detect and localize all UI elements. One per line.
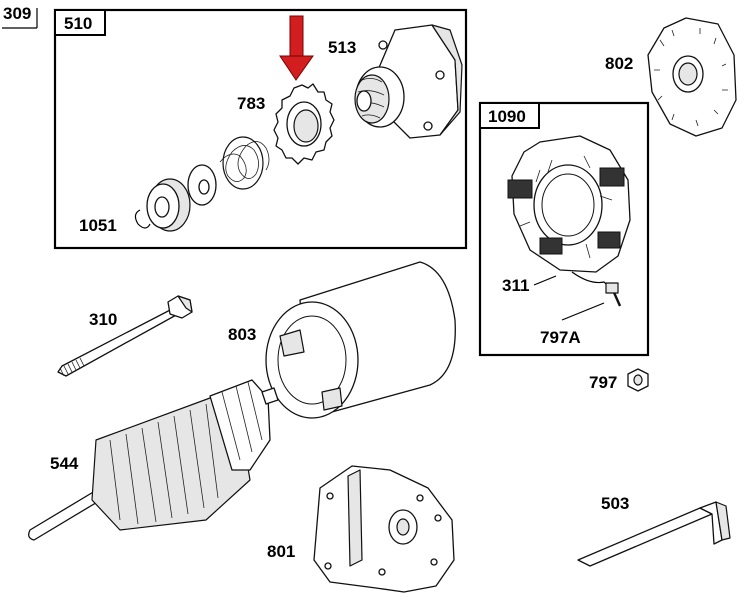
label-503: 503	[601, 494, 629, 513]
washer	[187, 164, 217, 206]
label-783: 783	[237, 94, 265, 113]
bracket-801: 801	[267, 465, 455, 593]
label-311: 311	[502, 276, 529, 295]
label-802: 802	[605, 54, 633, 73]
label-801: 801	[267, 542, 295, 561]
assembly-510-box: 510	[53, 8, 468, 250]
assembly-1090-box: 1090	[478, 101, 650, 357]
brush-holder-assembly: 311 797A	[502, 135, 631, 347]
label-1090: 1090	[488, 107, 526, 126]
through-bolt-310: 310	[57, 295, 193, 377]
label-797a: 797A	[540, 328, 581, 347]
label-510: 510	[64, 14, 92, 33]
end-cap-802: 802	[605, 17, 737, 137]
strap-503: 503	[577, 494, 731, 567]
spring	[219, 136, 270, 190]
label-803: 803	[228, 325, 256, 344]
label-513: 513	[328, 38, 356, 57]
motor-housing-803: 803	[228, 261, 456, 419]
drive-housing-513: 513	[328, 24, 463, 139]
label-1051: 1051	[79, 216, 117, 235]
label-309: 309	[3, 4, 31, 23]
red-arrow-icon	[279, 15, 314, 81]
label-310: 310	[89, 310, 117, 329]
label-309-group: 309	[2, 4, 38, 29]
label-797: 797	[589, 373, 617, 392]
nut-797: 797	[589, 368, 649, 392]
label-544: 544	[50, 454, 79, 473]
stop-collar	[146, 178, 191, 232]
armature-544: 544	[28, 379, 279, 541]
retaining-ring-1051: 1051	[79, 209, 151, 235]
pinion-gear-783: 783	[237, 83, 335, 165]
